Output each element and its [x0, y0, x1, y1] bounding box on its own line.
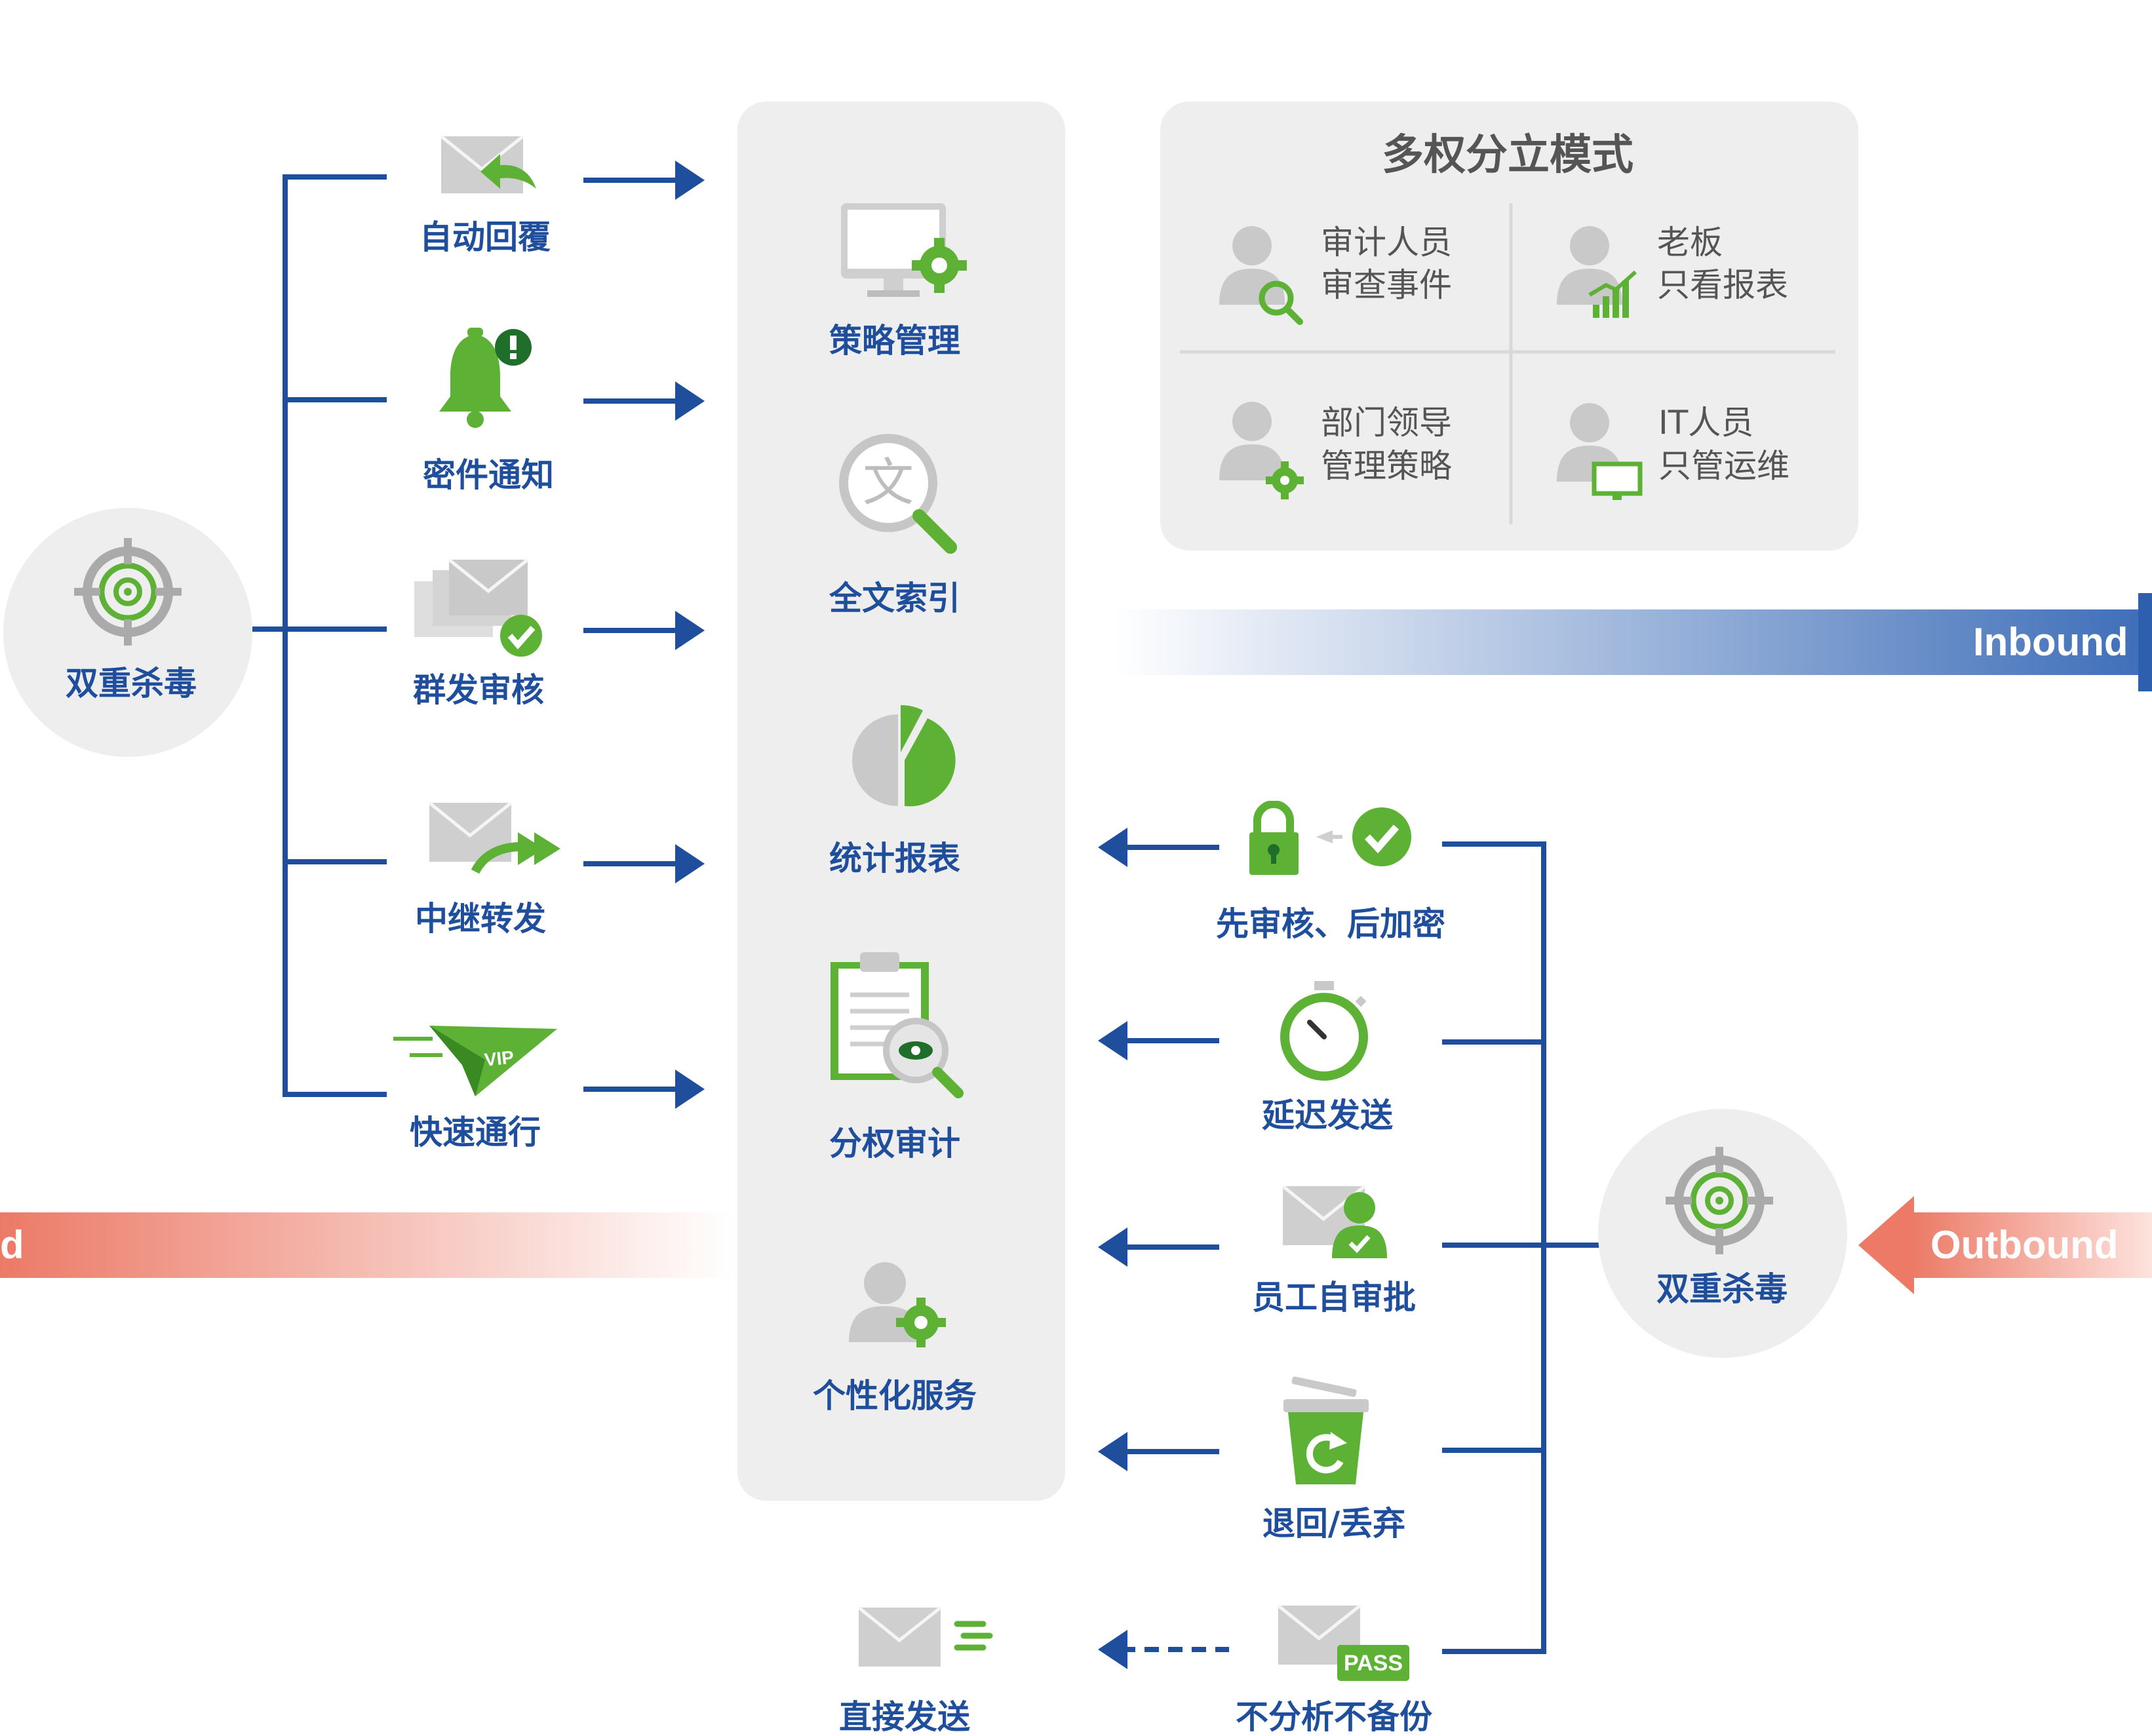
modes-title: 多权分立模式 [1382, 131, 1634, 180]
antivirus-right-label: 双重杀毒 [1656, 1270, 1788, 1308]
back-arrowhead-5 [1098, 1630, 1127, 1669]
back-arrowhead-2 [1098, 1021, 1127, 1060]
back-arrowhead-4 [1098, 1432, 1127, 1471]
outbound-item-5-label: 不分析不备份 [1236, 1698, 1432, 1736]
antivirus-left-label: 双重杀毒 [66, 665, 197, 703]
fulltext-search-icon: 文 [839, 434, 957, 554]
back-arrowhead-1 [1098, 828, 1127, 867]
arrowhead-2 [675, 381, 705, 421]
role-2-line1: 老板 [1657, 223, 1723, 261]
outbound-banner-arrowhead [1858, 1196, 1914, 1294]
inbound-item-3-label: 群发审核 [413, 671, 544, 709]
it-monitor-icon [1557, 403, 1643, 500]
inbound-item-2-label: 密件通知 [423, 456, 554, 494]
inbound-banner-bar [1114, 609, 2143, 675]
target-icon [74, 538, 182, 646]
outbound-left-banner [0, 1212, 734, 1278]
role-2-line2: 只看报表 [1657, 266, 1788, 304]
center-item-4-label: 分权审计 [829, 1125, 960, 1163]
center-item-5-label: 个性化服务 [813, 1377, 977, 1415]
arrowhead-1 [675, 161, 705, 200]
center-item-1-label: 策略管理 [829, 322, 960, 360]
target-icon [1666, 1147, 1773, 1254]
outbound-left-banner-fragment: d [0, 1223, 24, 1267]
user-gear-icon [849, 1262, 946, 1347]
inbound-item-4-label: 中继转发 [415, 900, 546, 938]
arrowhead-3 [675, 611, 705, 650]
outbound-item-3-label: 员工自审批 [1252, 1279, 1416, 1317]
vip-fast-pass-icon: VIP [393, 1026, 557, 1096]
outbound-item-2-label: 延迟发送 [1262, 1096, 1393, 1134]
pass-badge-text: PASS [1344, 1651, 1403, 1676]
outbound-item-4-label: 退回/丢弃 [1262, 1505, 1406, 1543]
role-3-line2: 管理策略 [1321, 447, 1452, 485]
lock-then-check-icon [1249, 801, 1411, 875]
back-arrowhead-3 [1098, 1227, 1127, 1267]
role-1-line1: 审计人员 [1321, 223, 1452, 261]
outbound-item-1-label: 先审核、后加密 [1216, 905, 1445, 943]
direct-send-icon [857, 1606, 993, 1667]
role-4-line2: 只管运维 [1658, 447, 1790, 485]
auditor-icon [1219, 226, 1303, 325]
recycle-bin-icon [1283, 1376, 1369, 1484]
center-item-3-label: 统计报表 [829, 839, 960, 878]
center-panel [737, 102, 1065, 1501]
search-glyph: 文 [863, 453, 914, 512]
monitor-gear-icon [841, 203, 967, 297]
pie-chart-icon [852, 704, 956, 807]
center-item-2-label: 全文索引 [829, 579, 960, 617]
inbound-item-5-label: 快速通行 [410, 1113, 541, 1151]
vip-badge-text: VIP [483, 1047, 515, 1070]
delay-timer-icon [1280, 981, 1368, 1081]
outbound-banner-label: Outbound [1930, 1223, 2119, 1267]
clipboard-audit-icon [831, 952, 964, 1098]
role-1-line2: 审查事件 [1321, 266, 1452, 304]
inbound-banner-label: Inbound [1973, 620, 2128, 664]
auto-reply-icon [440, 135, 536, 193]
antivirus-right-circle [1598, 1109, 1847, 1358]
inbound-item-1-label: 自动回覆 [420, 218, 551, 256]
left-bracket [283, 174, 387, 1097]
antivirus-left-circle [3, 508, 252, 757]
bell-alert-icon [439, 328, 532, 428]
role-3-line1: 部门领导 [1321, 404, 1452, 442]
relay-forward-icon [429, 801, 560, 874]
boss-report-icon [1557, 226, 1637, 318]
manager-gear-icon [1219, 402, 1304, 499]
self-approve-icon [1281, 1185, 1387, 1258]
role-4-line1: IT人员 [1658, 404, 1754, 442]
direct-send-label: 直接发送 [839, 1698, 970, 1736]
inbound-banner-arrowhead [2138, 593, 2152, 691]
arrowhead-4 [675, 844, 705, 883]
outbound-right-banner [1913, 1212, 2152, 1278]
pass-mail-icon: PASS [1277, 1604, 1409, 1681]
bulk-mail-check-icon [414, 558, 542, 657]
arrowhead-5 [675, 1070, 705, 1109]
